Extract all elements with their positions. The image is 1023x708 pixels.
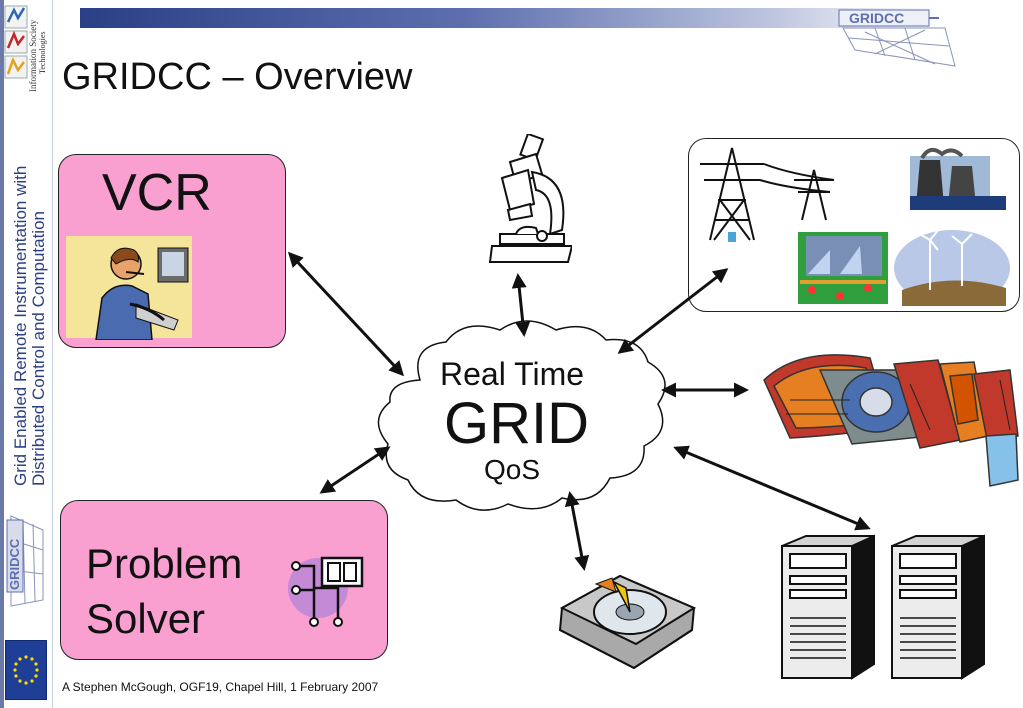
gridcc-side-logo-icon: GRIDCC xyxy=(3,510,49,610)
hard-disk-icon xyxy=(556,568,698,672)
server-towers-icon xyxy=(776,532,1020,684)
slide-footer: A Stephen McGough, OGF19, Chapel Hill, 1… xyxy=(62,680,379,694)
computer-network-icon xyxy=(284,548,368,632)
sidebar-vertical-title: Grid Enabled Remote Instrumentation with… xyxy=(4,90,48,490)
ist-text: Information Society Technologies xyxy=(26,4,48,94)
ist-logo-icon xyxy=(4,4,28,80)
vertical-title-line1: Grid Enabled Remote Instrumentation with xyxy=(11,166,30,486)
clerk-at-computer-icon xyxy=(66,234,194,341)
header-bar xyxy=(80,8,940,28)
vcr-label: VCR xyxy=(102,164,212,222)
vertical-title-line2: Distributed Control and Computation xyxy=(29,211,48,486)
ist-line1: Information Society xyxy=(28,19,38,92)
left-sidebar-stripe xyxy=(0,0,4,708)
solver-line2: Solver xyxy=(86,595,206,642)
arrow-microscope xyxy=(511,273,531,337)
arrow-solver xyxy=(319,446,391,494)
eu-flag-icon xyxy=(5,640,47,700)
power-grid-icon xyxy=(690,140,1018,310)
ist-line2: Technologies xyxy=(38,31,47,74)
problem-solver-label: Problem Solver xyxy=(86,536,242,646)
gridcc-header-logo-icon: GRIDCC xyxy=(835,6,960,70)
cloud-qos: QoS xyxy=(484,454,541,485)
arrow-servers xyxy=(673,445,871,531)
arrow-power xyxy=(617,268,729,354)
slide-title: GRIDCC – Overview xyxy=(62,56,413,98)
cloud-real-time: Real Time xyxy=(440,356,585,392)
header-logo-text: GRIDCC xyxy=(849,10,904,26)
arrow-vcr xyxy=(287,251,405,377)
side-logo-text: GRIDCC xyxy=(7,538,22,590)
cloud-grid: GRID xyxy=(444,391,589,456)
microscope-icon xyxy=(488,132,574,266)
solver-line1: Problem xyxy=(86,540,243,587)
arrow-disk xyxy=(564,491,590,571)
particle-detector-icon xyxy=(760,340,1022,490)
